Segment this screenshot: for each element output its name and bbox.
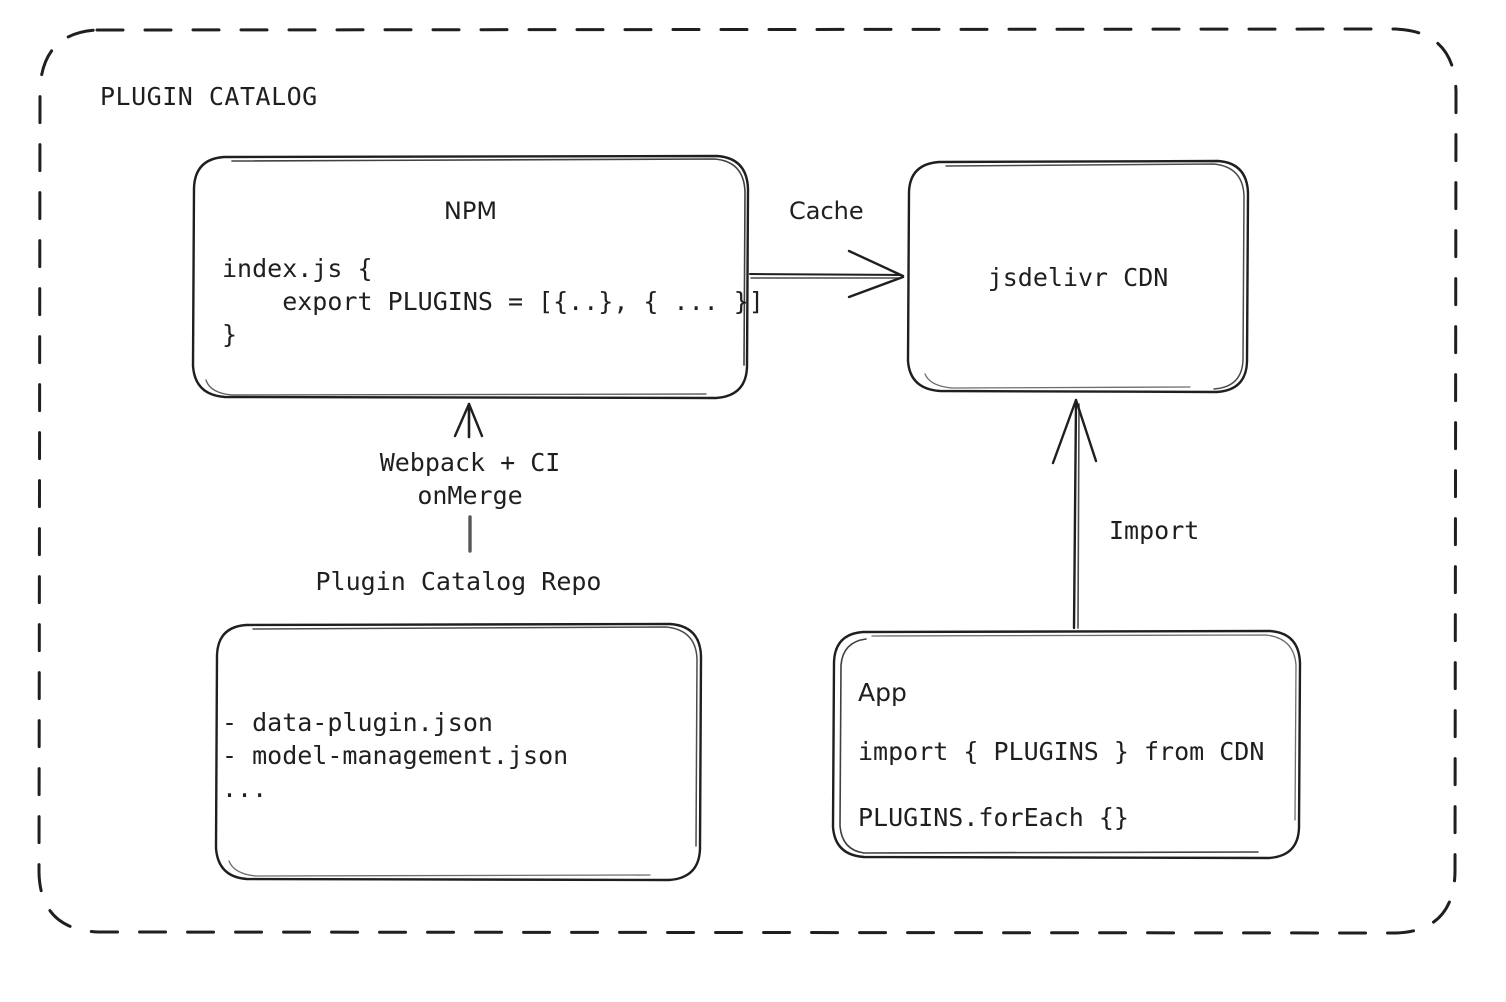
- cdn-box-outline-third: [924, 373, 1191, 389]
- repo-box-outline-third: [228, 860, 651, 877]
- npm-node-title: NPM: [443, 197, 498, 225]
- npm-box-outline-third: [205, 379, 707, 396]
- edge-label-cache: Cache: [789, 197, 864, 225]
- cdn-node-title: jsdelivr CDN: [987, 263, 1169, 292]
- npm-node-code: index.js { export PLUGINS = [{..}, { ...…: [222, 254, 764, 349]
- edge-import: [1051, 398, 1098, 630]
- edge-label-import: Import: [1109, 516, 1200, 545]
- app-node-code: import { PLUGINS } from CDN PLUGINS.forE…: [858, 737, 1265, 832]
- page-title: PLUGIN CATALOG: [100, 82, 318, 111]
- app-node-title: App: [858, 678, 907, 707]
- repo-node-title: Plugin Catalog Repo: [315, 567, 602, 596]
- repo-node-file-list: - data-plugin.json - model-management.js…: [222, 708, 569, 803]
- edge-label-webpack-ci: Webpack + CI onMerge: [379, 448, 561, 510]
- edge-cache: [749, 249, 905, 299]
